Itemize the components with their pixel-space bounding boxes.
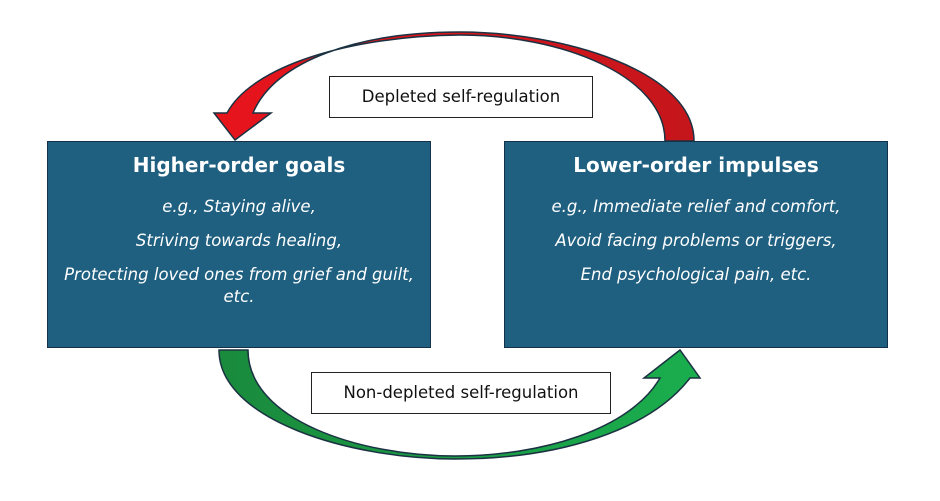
higher-order-goals-examples: e.g., Staying alive, Striving towards he… xyxy=(48,196,430,308)
non-depleted-self-regulation-label: Non-depleted self-regulation xyxy=(311,372,611,414)
lower-order-impulses-title: Lower-order impulses xyxy=(573,153,819,177)
lower-order-impulses-examples: e.g., Immediate relief and comfort, Avoi… xyxy=(505,196,887,285)
example-item: End psychological pain, etc. xyxy=(580,265,812,284)
non-depleted-arrow xyxy=(218,348,702,460)
example-item: Striving towards healing, xyxy=(135,231,343,250)
example-item: Protecting loved ones from grief and gui… xyxy=(64,265,414,306)
depleted-self-regulation-label: Depleted self-regulation xyxy=(329,76,593,118)
higher-order-goals-box: Higher-order goals e.g., Staying alive, … xyxy=(47,141,431,348)
lower-order-impulses-box: Lower-order impulses e.g., Immediate rel… xyxy=(504,141,888,348)
example-item: e.g., Immediate relief and comfort, xyxy=(551,197,841,216)
example-item: e.g., Staying alive, xyxy=(162,197,316,216)
higher-order-goals-title: Higher-order goals xyxy=(132,153,346,177)
depleted-arrow xyxy=(212,31,695,142)
example-item: Avoid facing problems or triggers, xyxy=(555,231,837,250)
